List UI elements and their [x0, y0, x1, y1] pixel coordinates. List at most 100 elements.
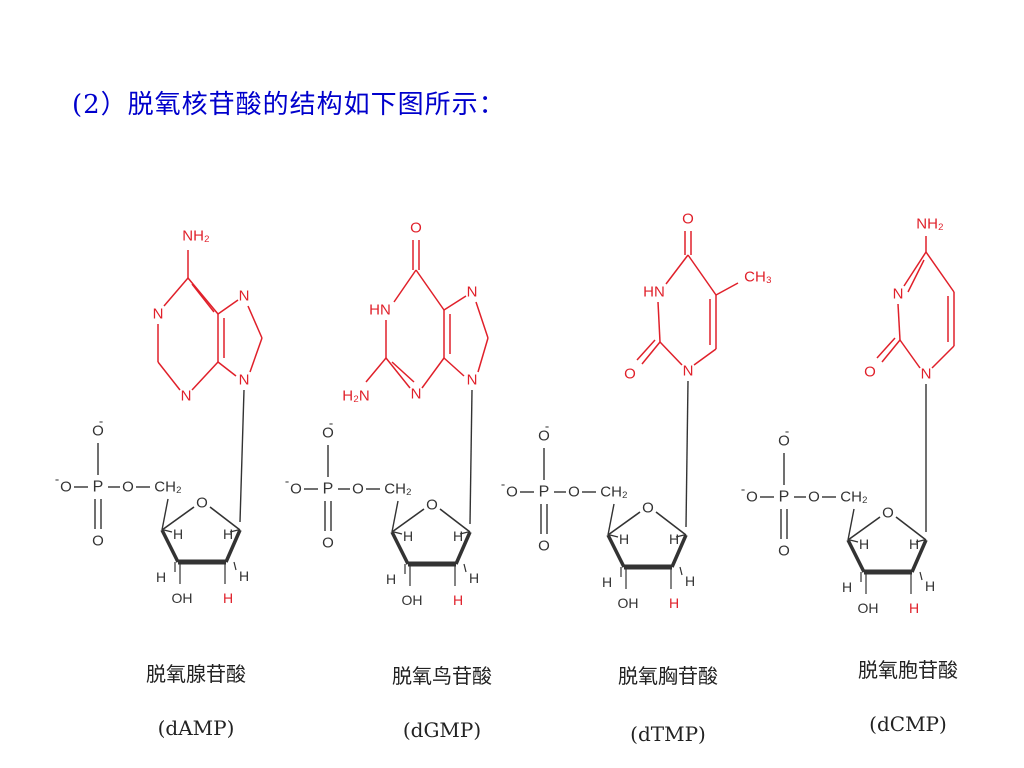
hydrogen-label: H: [173, 526, 183, 542]
hydrogen-label: H: [602, 574, 612, 590]
oxygen-label: O: [322, 535, 334, 552]
bond-line: [881, 339, 901, 363]
bond-line: [209, 506, 241, 531]
bond-line: [931, 345, 955, 369]
ring-oxygen-label: O: [882, 505, 894, 522]
ring-front-bond: [910, 539, 928, 573]
oxygen-label: O: [778, 543, 790, 560]
bond-line: [415, 269, 445, 311]
hydroxyl-label: OH: [858, 600, 879, 616]
ch2-label: CH₂: [154, 479, 182, 496]
oxygen-label: O: [624, 366, 636, 383]
bond-line: [847, 516, 881, 541]
oxygen-label: O: [538, 538, 550, 555]
hydrogen-label-red: H: [223, 590, 233, 606]
bond-line: [191, 283, 215, 313]
ch2-label: CH₂: [840, 489, 868, 506]
bond-line: [459, 531, 469, 535]
ch2-label: CH₂: [600, 484, 628, 501]
nucleotide-name-label: 脱氧腺苷酸: [146, 662, 246, 686]
bond-line: [903, 251, 927, 287]
hydrogen-label: H: [619, 531, 629, 547]
bond-line: [849, 539, 859, 543]
ring-oxygen-label: O: [196, 495, 208, 512]
bond-line: [607, 503, 615, 536]
bond-line: [163, 529, 173, 533]
charge-label: -: [785, 424, 789, 439]
bond-line: [163, 277, 189, 307]
hydrogen-label: H: [469, 570, 479, 586]
oxygen-label: O: [352, 481, 364, 498]
nitrogen-label: N: [181, 388, 192, 405]
ring-front-bond: [390, 531, 410, 565]
bond-line: [443, 357, 465, 377]
ring-front-bond: [160, 529, 180, 563]
nitrogen-label: N: [683, 363, 694, 380]
oxygen-label: O: [864, 364, 876, 381]
charge-label: -: [741, 482, 745, 497]
bond-line: [439, 508, 471, 533]
nitrogen-label: N: [467, 284, 478, 301]
bond-line: [233, 561, 237, 571]
amino-group-label: H₂N: [342, 388, 370, 405]
methyl-group-label: CH₃: [744, 269, 772, 286]
hydroxyl-label: OH: [618, 595, 639, 611]
hydrogen-label-red: H: [909, 600, 919, 616]
amino-group-label: NH₂: [182, 228, 210, 245]
hydrogen-label: H: [842, 579, 852, 595]
nucleotide-abbr-label: (dTMP): [630, 722, 706, 746]
oxygen-label: O: [778, 433, 790, 450]
nitrogen-label: N: [239, 372, 250, 389]
bond-line: [659, 341, 683, 366]
hydrogen-label: H: [239, 568, 249, 584]
phosphorus-label: P: [93, 479, 104, 496]
oxygen-label: O: [92, 533, 104, 550]
nucleotide-name-label: 脱氧鸟苷酸: [392, 664, 492, 688]
bond-line: [915, 539, 925, 543]
bond-line: [607, 511, 641, 536]
hydrogen-label-red: H: [669, 595, 679, 611]
nucleotide-name-label: 脱氧胸苷酸: [618, 664, 718, 688]
bond-line: [475, 301, 489, 339]
nitrogen-label: N: [467, 372, 478, 389]
bond-line: [665, 254, 689, 285]
bond-line: [657, 301, 661, 343]
phosphorus-label: P: [539, 484, 550, 501]
glycosidic-bond: [239, 389, 245, 523]
nitrogen-label: N: [153, 306, 164, 323]
oxygen-label: O: [682, 211, 694, 228]
nh-label: HN: [369, 302, 391, 319]
bond-line: [393, 531, 403, 535]
bond-line: [463, 563, 467, 573]
ring-front-bond: [224, 529, 242, 563]
hydrogen-label: H: [859, 536, 869, 552]
charge-label: -: [55, 472, 59, 487]
nh-label: HN: [643, 284, 665, 301]
page-title: (2）脱氧核苷酸的结构如下图所示：: [72, 90, 506, 120]
hydrogen-label: H: [403, 528, 413, 544]
bond-line: [655, 511, 687, 536]
bond-line: [687, 254, 717, 296]
bond-line: [675, 534, 685, 538]
hydrogen-label: H: [386, 571, 396, 587]
glycosidic-bond: [469, 389, 473, 525]
nucleotide-abbr-label: (dAMP): [157, 716, 235, 740]
bond-line: [391, 361, 415, 383]
charge-label: -: [329, 416, 333, 431]
hydrogen-label: H: [685, 573, 695, 589]
oxygen-label: O: [60, 479, 72, 496]
ch2-label: CH₂: [384, 481, 412, 498]
phosphorus-label: P: [779, 489, 790, 506]
bond-line: [217, 299, 239, 315]
bond-line: [919, 571, 923, 581]
oxygen-label: O: [506, 484, 518, 501]
nucleotide-abbr-label: (dGMP): [402, 718, 482, 742]
bond-line: [693, 348, 717, 366]
bond-line: [217, 361, 237, 377]
bond-line: [229, 529, 239, 533]
nitrogen-label: N: [239, 288, 250, 305]
oxygen-label: O: [290, 481, 302, 498]
